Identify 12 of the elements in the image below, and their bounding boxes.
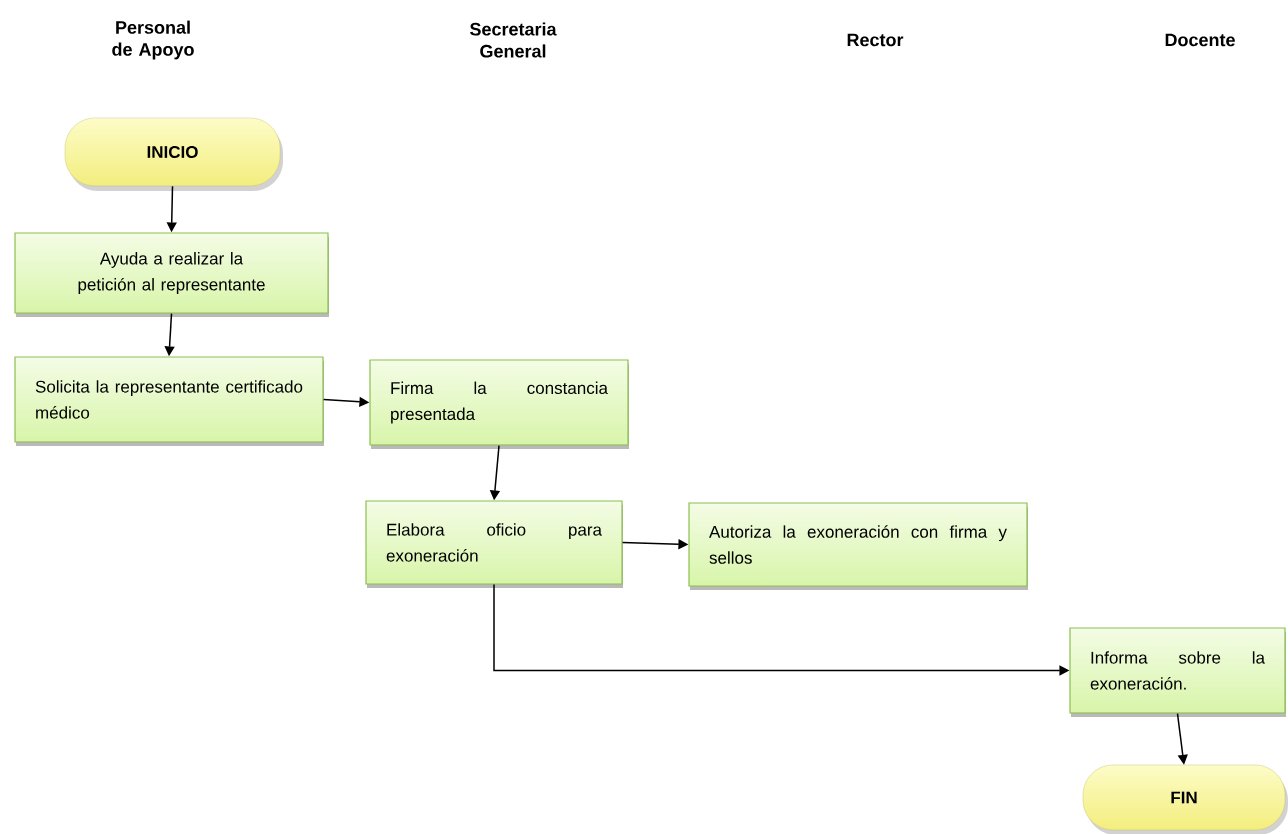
process-box: Informa sobre la exoneración. [1069, 627, 1286, 717]
process-box: Ayuda a realizar la petición al representante [14, 232, 329, 317]
process-box: Solicita la representante certificado médico [14, 356, 324, 446]
process-box: Autoriza la exoneración con firma y sellos [688, 502, 1028, 590]
process-box: Firma la constancia presentada [369, 359, 629, 449]
lane-header: Personal de Apoyo [112, 20, 194, 60]
terminal-box: INICIO [64, 117, 283, 191]
lane-header: Docente [1165, 33, 1235, 47]
terminal-box: FIN [1082, 764, 1288, 834]
lane-header: Secretaria General [470, 22, 557, 58]
lane-header: Rector [847, 33, 904, 47]
process-box: Elabora oficio para exoneración [365, 500, 623, 588]
